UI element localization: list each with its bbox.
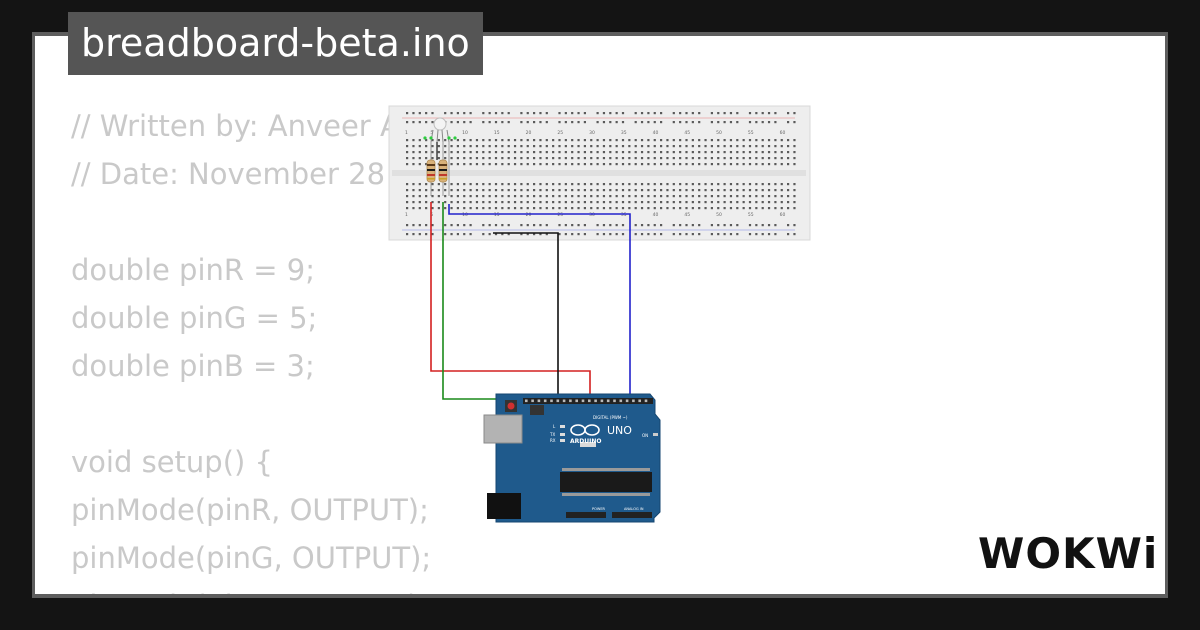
code-line: // Date: November 28 [71, 157, 386, 191]
wire-blue[interactable] [448, 204, 631, 398]
code-preview: // Written by: Anveer A// Date: November… [71, 102, 431, 594]
tx-led [560, 433, 565, 436]
breadboard-column-label: 30 [589, 130, 595, 136]
breadboard-column-label: 10 [462, 212, 468, 218]
l-led [560, 425, 565, 428]
code-line: double pinR = 9; [71, 253, 316, 287]
crystal [580, 442, 596, 447]
rx-label: RX [550, 438, 556, 443]
uno-label: UNO [607, 424, 632, 437]
code-line: pinMode(pinR, OUTPUT); [71, 493, 429, 527]
infinity-logo [570, 424, 600, 436]
digital-header-pins [525, 399, 648, 403]
microcontroller-chip [560, 472, 652, 492]
led-leg [446, 129, 450, 143]
usb-port [483, 414, 523, 444]
tx-label: TX [549, 432, 555, 437]
wire-black[interactable] [493, 232, 559, 398]
code-line: pinMode(pinG, OUTPUT); [71, 541, 432, 575]
led-leg [430, 129, 434, 143]
analog-header [612, 512, 652, 518]
code-line: double pinG = 5; [71, 301, 318, 335]
led-connection-highlight [423, 136, 457, 140]
code-line: double pinB = 3; [71, 349, 315, 383]
resistor-right[interactable] [438, 142, 448, 196]
breadboard-column-label: 1 [405, 130, 408, 136]
breadboard-holes [406, 112, 796, 236]
chip-pins [562, 468, 650, 471]
power-label: POWER [592, 507, 606, 511]
breadboard-column-label: 15 [494, 130, 500, 136]
breadboard-column-label: 35 [621, 130, 627, 136]
wire-green[interactable] [442, 202, 500, 400]
digital-header-label: DIGITAL (PWM ~) [593, 415, 628, 420]
breadboard-column-label: 30 [589, 212, 595, 218]
rgb-led[interactable] [430, 117, 450, 143]
breadboard-center-channel [392, 170, 806, 176]
led-leg [436, 129, 439, 143]
breadboard-column-label: 5 [430, 130, 433, 136]
breadboard-column-label: 25 [557, 130, 563, 136]
on-led [653, 433, 658, 436]
arduino-brand-label: ARDUINO [570, 438, 601, 445]
breadboard-column-label: 45 [684, 130, 690, 136]
analog-label: ANALOG IN [624, 507, 644, 511]
breadboard-column-label: 25 [557, 212, 563, 218]
power-header [566, 512, 606, 518]
breadboard-column-label: 40 [653, 130, 659, 136]
breadboard-column-label: 60 [780, 212, 786, 218]
breadboard-column-label: 40 [653, 212, 659, 218]
rx-led [560, 439, 565, 442]
breadboard-column-label: 20 [526, 212, 532, 218]
breadboard-column-label: 55 [748, 130, 754, 136]
l-label: L [553, 424, 556, 429]
wire-red[interactable] [430, 202, 591, 398]
on-label: ON [642, 433, 648, 438]
resistor-left[interactable] [426, 142, 436, 196]
breadboard-column-label: 20 [526, 130, 532, 136]
power-jack [487, 493, 521, 519]
code-line: pinMode(pinB, OUTPUT); [71, 582, 431, 594]
reset-button-cap [507, 402, 515, 410]
code-line: void setup() { [71, 445, 273, 479]
breadboard-column-label: 10 [462, 130, 468, 136]
breadboard-column-label: 45 [684, 212, 690, 218]
breadboard-column-label: 50 [716, 212, 722, 218]
breadboard-column-label: 35 [621, 212, 627, 218]
breadboard-column-label: 55 [748, 212, 754, 218]
breadboard-column-label: 60 [780, 130, 786, 136]
icsp-header [530, 405, 544, 415]
arduino-uno[interactable]: UNO ARDUINO DIGITAL (PWM ~) POWER ANALOG… [483, 393, 661, 523]
led-leg [441, 129, 444, 143]
breadboard-column-label: 50 [716, 130, 722, 136]
project-filename-tab[interactable]: breadboard-beta.ino [68, 12, 483, 75]
breadboard-column-label: 1 [405, 212, 408, 218]
breadboard-column-label: 15 [494, 212, 500, 218]
chip-pins [562, 493, 650, 496]
rgb-led-lens [433, 117, 447, 131]
breadboard-column-label: 5 [430, 212, 433, 218]
wokwi-logo[interactable]: WOKWi [978, 529, 1158, 578]
